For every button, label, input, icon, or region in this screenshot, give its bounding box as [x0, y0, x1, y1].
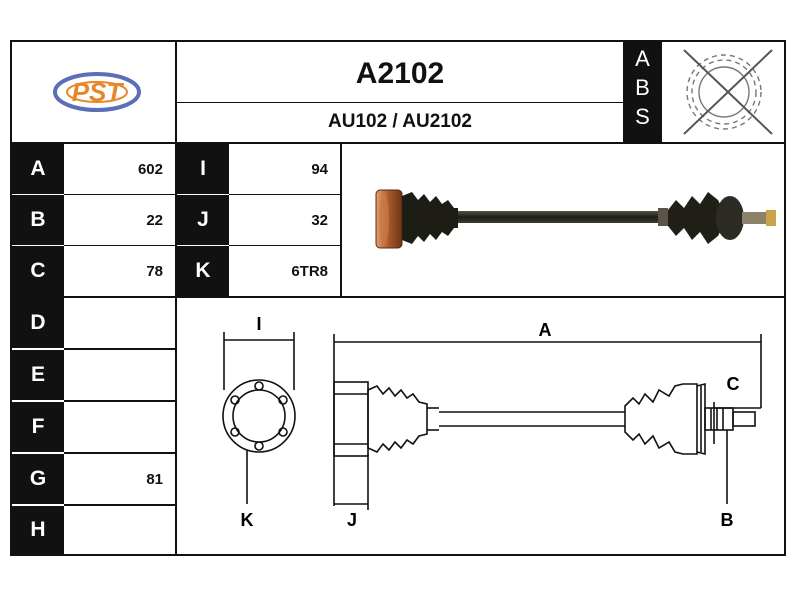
spec-label-c: C [12, 246, 64, 296]
spec-label-d: D [12, 298, 64, 348]
spec-label-f: F [12, 402, 64, 452]
spec-value-c: 78 [146, 262, 163, 280]
diagram-label-k: K [241, 510, 254, 530]
spec-value-i: 94 [311, 160, 328, 178]
spec-value-d [64, 298, 175, 348]
spec-label-g: G [12, 454, 64, 504]
technical-diagram: I A C K J B [177, 298, 784, 554]
pst-logo: PST [42, 60, 152, 124]
spec-label-b: B [12, 195, 64, 245]
spec-value-f [64, 402, 175, 452]
spec-value-j: 32 [311, 211, 328, 229]
spec-label-e: E [12, 350, 64, 400]
part-references: AU102 / AU2102 [328, 111, 472, 132]
spec-value-e [64, 350, 175, 400]
spec-label-k: K [177, 246, 229, 296]
spec-label-i: I [177, 144, 229, 194]
logo-text: PST [72, 77, 125, 107]
abs-letter-a: A [625, 48, 660, 70]
diagram-label-c: C [727, 374, 740, 394]
abs-label-column: A B S [625, 42, 660, 142]
spec-value-b: 22 [146, 211, 163, 229]
diagram-label-b: B [721, 510, 734, 530]
spec-label-h: H [12, 506, 64, 554]
abs-ring-no-icon [662, 42, 784, 142]
pst-logo-graphic: PST [53, 72, 141, 112]
spec-sheet: PST A2102 AU102 / AU2102 A B S [10, 40, 786, 556]
drive-shaft-photo [342, 144, 784, 296]
abs-letter-s: S [625, 106, 660, 128]
spec-value-g: 81 [146, 470, 163, 488]
diagram-label-j: J [347, 510, 357, 530]
spec-value-k: 6TR8 [291, 262, 328, 280]
spec-value-h [64, 506, 175, 554]
diagram-label-i: I [256, 314, 261, 334]
spec-label-a: A [12, 144, 64, 194]
spec-label-j: J [177, 195, 229, 245]
abs-letter-b: B [625, 77, 660, 99]
diagram-label-a: A [539, 320, 552, 340]
part-number: A2102 [355, 57, 445, 90]
spec-value-a: 602 [137, 160, 163, 178]
